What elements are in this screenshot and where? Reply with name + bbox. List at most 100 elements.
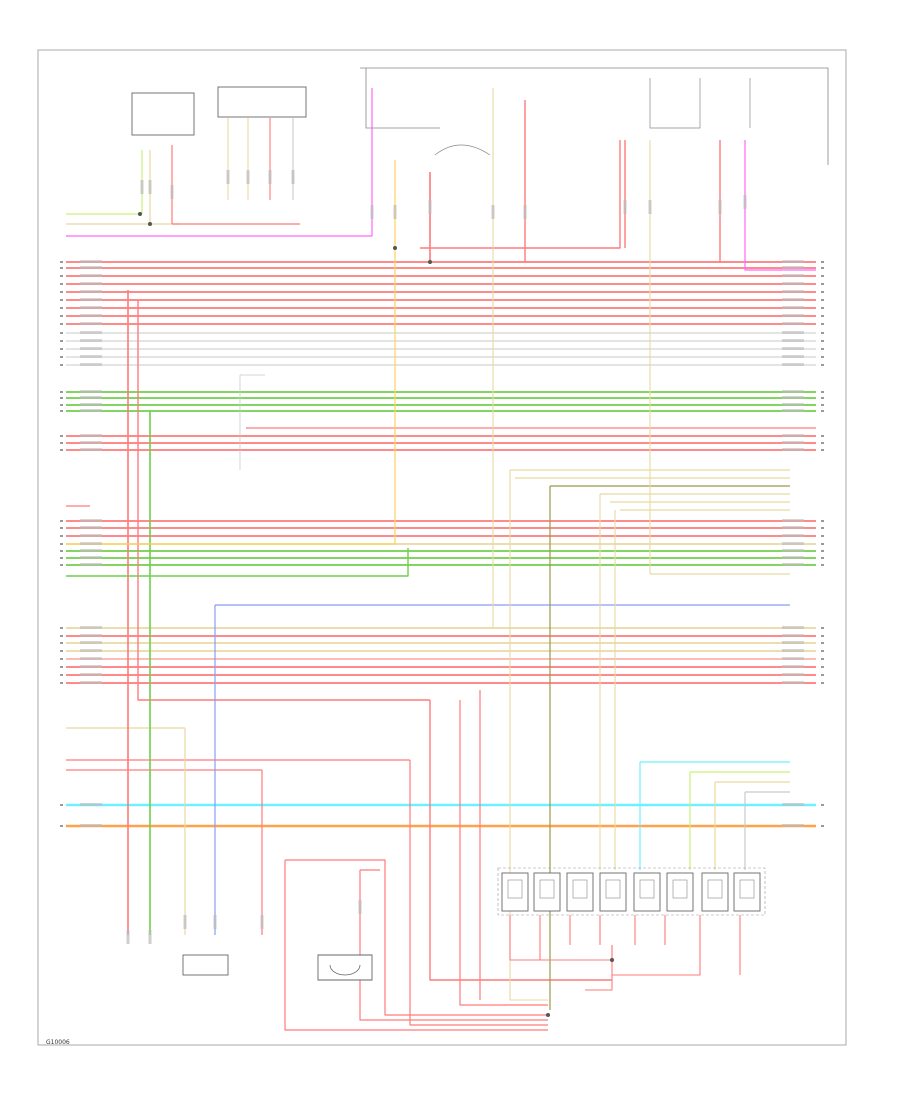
splice-dot — [610, 958, 614, 962]
right-tick — [821, 557, 824, 559]
left-wire-tag — [80, 403, 102, 406]
vertical-wire-tag — [623, 200, 627, 214]
left-wire-tag — [80, 409, 102, 412]
vertical-wire-tag — [491, 205, 495, 219]
right-wire-tag — [782, 355, 804, 358]
left-wire-tag — [80, 448, 102, 451]
right-wire-tag — [782, 274, 804, 277]
vertical-wire-tag — [213, 915, 217, 929]
vertical-wire-tag — [370, 205, 374, 219]
relay-contact — [672, 879, 688, 899]
bottom-sensor-box — [317, 954, 373, 981]
right-tick — [821, 442, 824, 444]
left-tick — [60, 535, 63, 537]
left-wire-tag — [80, 260, 102, 263]
left-wire-tag — [80, 563, 102, 566]
left-tick — [60, 825, 63, 827]
right-wire-tag — [782, 363, 804, 366]
vertical-wire-tag — [358, 900, 362, 914]
left-wire-tag — [80, 673, 102, 676]
right-wire-tag — [782, 390, 804, 393]
right-wire-tag — [782, 542, 804, 545]
relay-box — [533, 872, 561, 912]
left-tick — [60, 642, 63, 644]
right-tick — [821, 635, 824, 637]
component-layer — [131, 67, 829, 1017]
left-tick — [60, 283, 63, 285]
left-tick — [60, 307, 63, 309]
right-tick — [821, 804, 824, 806]
outer-border — [37, 49, 847, 1046]
right-wire-tag — [782, 803, 804, 806]
right-wire-tag — [782, 298, 804, 301]
left-wire-tag — [80, 396, 102, 399]
bottom-sensor-box — [182, 954, 229, 976]
left-tick — [60, 267, 63, 269]
vertical-wire-tag — [260, 915, 264, 929]
top-center-module-box — [217, 86, 307, 118]
left-wire-tag — [80, 441, 102, 444]
right-wire-tag — [782, 626, 804, 629]
right-tick — [821, 291, 824, 293]
left-wire-tag — [80, 355, 102, 358]
right-wire-tag — [782, 649, 804, 652]
vertical-wire-tag — [246, 170, 250, 184]
left-wire-tag — [80, 274, 102, 277]
vertical-wire-tag — [291, 170, 295, 184]
relay-contact — [605, 879, 621, 899]
left-tick — [60, 435, 63, 437]
vertical-wire-tag — [140, 180, 144, 194]
left-tick — [60, 682, 63, 684]
relay-box — [633, 872, 661, 912]
vertical-wire-tag — [718, 200, 722, 214]
left-tick — [60, 404, 63, 406]
right-tick — [821, 397, 824, 399]
right-tick — [821, 564, 824, 566]
right-tick — [821, 682, 824, 684]
left-wire-tag — [80, 556, 102, 559]
right-tick — [821, 315, 824, 317]
vertical-wire — [420, 140, 621, 249]
left-tick — [60, 635, 63, 637]
relay-box — [666, 872, 694, 912]
top-right-module-outline — [649, 78, 701, 129]
bottom-sensor-box — [329, 964, 361, 976]
vertical-wire-tag — [393, 205, 397, 219]
left-wire-tag — [80, 306, 102, 309]
vertical-wire-tag — [126, 930, 130, 944]
right-wire-tag — [782, 347, 804, 350]
left-tick — [60, 666, 63, 668]
right-tick — [821, 356, 824, 358]
left-wire-tag — [80, 803, 102, 806]
vertical-wire-tag — [170, 185, 174, 199]
vertical-wire — [459, 700, 548, 1006]
right-tick — [821, 391, 824, 393]
left-wire-tag — [80, 290, 102, 293]
left-tick — [60, 627, 63, 629]
left-tick — [60, 804, 63, 806]
vertical-wire — [429, 700, 612, 981]
relay-box — [701, 872, 729, 912]
left-wire-tag — [80, 657, 102, 660]
right-wire-tag — [782, 290, 804, 293]
right-tick — [821, 364, 824, 366]
splice-dot — [138, 212, 142, 216]
right-tick — [821, 674, 824, 676]
vertical-wire-tag — [743, 195, 747, 209]
right-tick — [821, 340, 824, 342]
left-tick — [60, 356, 63, 358]
left-wire-tag — [80, 266, 102, 269]
right-wire-tag — [782, 549, 804, 552]
left-wire-tag — [80, 322, 102, 325]
right-tick — [821, 435, 824, 437]
left-tick — [60, 348, 63, 350]
left-wire-tag — [80, 363, 102, 366]
left-wire-tag — [80, 347, 102, 350]
left-tick — [60, 410, 63, 412]
splice-dot — [546, 1013, 550, 1017]
right-tick — [821, 543, 824, 545]
left-wire-tag — [80, 314, 102, 317]
vertical-wire — [744, 140, 816, 271]
relay-box — [599, 872, 627, 912]
right-tick — [821, 348, 824, 350]
